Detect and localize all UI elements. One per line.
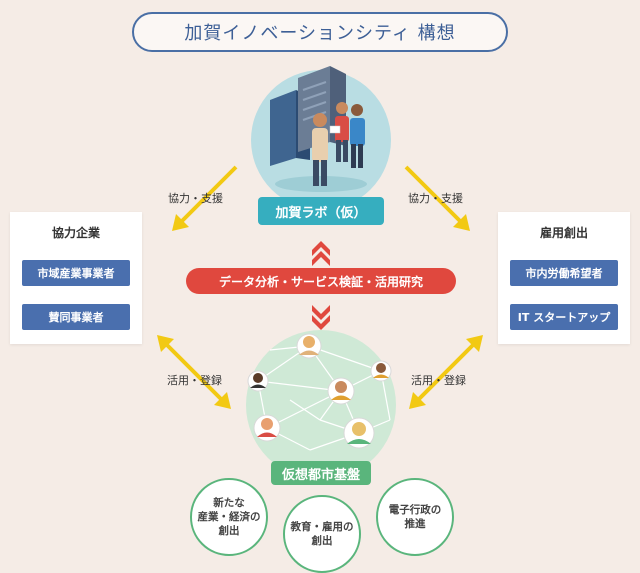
avatar-icon [370,360,392,382]
local-industry-button: 市域産業事業者 [22,260,130,286]
outcome-circle: 新たな 産業・経済の 創出 [190,478,268,556]
arrow-label: 活用・登録 [167,374,222,387]
avatar-icon [253,414,281,442]
outcome-text: 産業・経済の [197,511,261,523]
data-analysis-bar: データ分析・サービス検証・活用研究 [186,268,456,294]
job-creation-panel: 雇用創出 市内労働希望者 IT スタートアップ [498,212,630,344]
double-arrow-icon [409,335,483,409]
arrow-label: 活用・登録 [411,374,466,387]
arrow-label: 協力・支援 [168,192,223,205]
outcome-text: 推進 [404,518,426,530]
researchers-icon [312,102,365,186]
avatar-icon [343,417,375,449]
network-circle [246,330,396,480]
page-title: 加賀イノベーションシティ 構想 [132,12,508,52]
down-chevron-icon [312,305,330,330]
outcome-text: 創出 [218,525,240,537]
it-startup-button: IT スタートアップ [510,304,618,330]
panel-title: 雇用創出 [539,226,588,240]
arrow-icon [404,165,470,231]
platform-label: 仮想都市基盤 [271,461,371,485]
outcome-text: 電子行政の [388,504,442,516]
outcome-circle: 電子行政の 推進 [376,478,454,556]
outcome-text: 新たな [213,497,245,509]
arrow-icon [172,165,238,231]
outcome-text: 創出 [311,535,333,547]
avatar-icon [296,333,322,359]
local-job-seekers-button: 市内労働希望者 [510,260,618,286]
partner-companies-panel: 協力企業 市域産業事業者 賛同事業者 [10,212,142,344]
up-chevron-icon [312,241,330,266]
supporting-business-button: 賛同事業者 [22,304,130,330]
avatar-icon [247,370,269,392]
double-arrow-icon [157,335,231,409]
outcome-circle: 教育・雇用の 創出 [283,495,361,573]
avatar-icon [327,377,355,405]
outcome-text: 教育・雇用の [290,521,354,533]
lab-label: 加賀ラボ（仮） [258,197,384,225]
panel-title: 協力企業 [51,226,100,240]
arrow-label: 協力・支援 [408,192,463,205]
